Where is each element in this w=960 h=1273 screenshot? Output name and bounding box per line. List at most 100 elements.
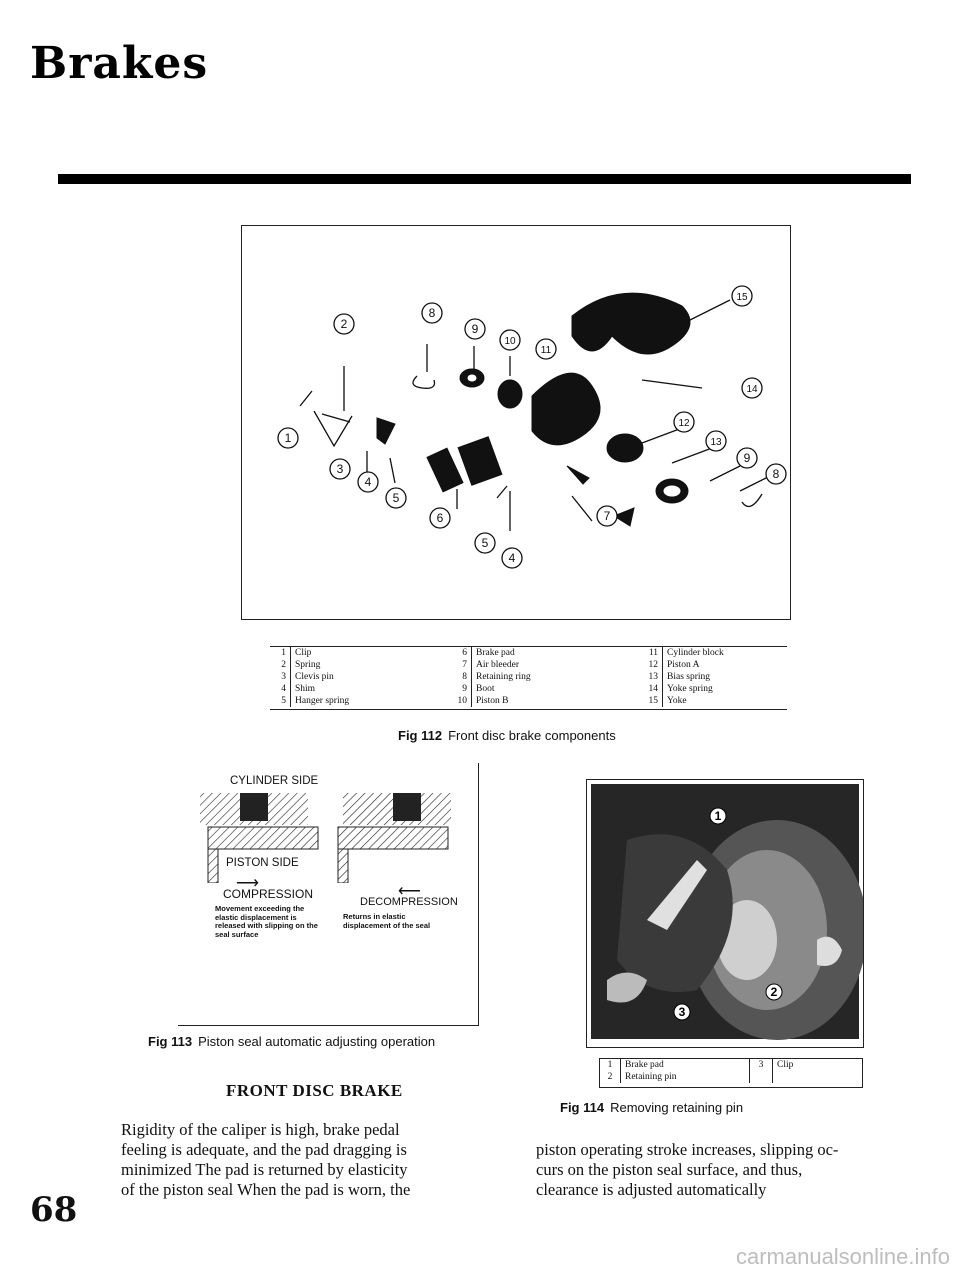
callout-label: 9: [472, 322, 479, 336]
callout-label: 3: [337, 462, 344, 476]
legend-num: 2: [607, 1072, 613, 1082]
legend-num: 3: [758, 1060, 764, 1070]
callout-12: [673, 411, 695, 433]
legend-item: Boot: [476, 684, 495, 694]
seal-diagram: [200, 793, 451, 883]
decompression-note: Returns in elastic displacement of the s…: [343, 912, 431, 930]
legend-item: Clip: [777, 1060, 794, 1070]
legend-num: 2: [281, 660, 286, 670]
fig114-photo: 1 2 3: [591, 784, 867, 1040]
caption-text: Removing retaining pin: [610, 1100, 744, 1115]
callout-3: [329, 458, 351, 480]
text-line: curs on the piston seal surface, and thu…: [536, 1160, 803, 1179]
callout-15: [731, 285, 753, 307]
fig113-caption: Fig 113 Piston seal automatic adjusting o…: [148, 1034, 435, 1049]
callout-4: [357, 471, 379, 493]
arrow-right-icon: ⟶: [236, 875, 259, 892]
legend-item: Clip: [295, 648, 312, 658]
legend-item: Brake pad: [476, 648, 515, 658]
legend-num: 11: [648, 648, 658, 658]
legend-num: 8: [462, 672, 467, 682]
callout-7: [596, 505, 618, 527]
callout-label: 4: [509, 551, 516, 565]
section-title: Brakes: [30, 38, 209, 89]
callout-9: [464, 318, 486, 340]
text-line: piston operating stroke increases, slipp…: [536, 1140, 839, 1159]
watermark: carmanualsonline.info: [735, 1244, 950, 1269]
fig114-legend: 1 2 Brake pad Retaining pin 3 Clip: [599, 1058, 863, 1088]
callout-4b: [501, 547, 523, 569]
caption-text: Piston seal automatic adjusting operatio…: [198, 1034, 436, 1049]
legend-item: Retaining pin: [625, 1072, 677, 1082]
caption-text: Front disc brake components: [448, 728, 616, 743]
callout-label: 5: [393, 491, 400, 505]
callout-label: 13: [710, 437, 722, 448]
legend-item: Yoke: [667, 696, 687, 706]
header-rule: [58, 174, 911, 184]
legend-num: 13: [648, 672, 659, 682]
fig114-photo-box: 1 2 3: [586, 779, 867, 1048]
callout-label: 1: [285, 431, 292, 445]
photo-callout-3: [673, 1003, 691, 1021]
callout-label: 10: [504, 336, 516, 347]
callout-14: [741, 377, 763, 399]
compression-label: COMPRESSION: [223, 887, 314, 901]
callout-label: 8: [773, 467, 780, 481]
legend-item: Brake pad: [625, 1060, 664, 1070]
legend-num: 9: [462, 684, 467, 694]
legend-item: Hanger spring: [295, 696, 350, 706]
callout-2: [333, 313, 355, 335]
legend-item: Clevis pin: [295, 672, 334, 682]
legend-num: 10: [457, 696, 468, 706]
callout-9b: [736, 447, 758, 469]
legend-item: Shim: [295, 684, 316, 694]
callout-8: [421, 302, 443, 324]
callout-8b: [765, 463, 787, 485]
callout-label: 7: [604, 509, 611, 523]
callout-10: [499, 329, 521, 351]
section-heading: FRONT DISC BRAKE: [226, 1081, 403, 1100]
legend-item: Piston A: [667, 660, 700, 670]
compression-note: Movement exceeding the elastic displacem…: [215, 904, 318, 939]
brake-parts-drawing: [376, 292, 691, 527]
legend-num: 4: [281, 684, 286, 694]
arrow-left-icon: ⟵: [398, 883, 421, 900]
text-line: of the piston seal When the pad is worn,…: [121, 1180, 411, 1199]
photo-callout-label: 2: [771, 985, 778, 999]
legend-item: Cylinder block: [667, 648, 724, 658]
photo-callout-label: 3: [679, 1005, 686, 1019]
fig112-legend: 1 2 3 4 5 Clip Spring Clevis pin Shim Ha…: [270, 646, 787, 710]
piston-side-label: PISTON SIDE: [224, 857, 301, 869]
callout-label: 11: [541, 345, 552, 356]
fig114-caption: Fig 114 Removing retaining pin: [560, 1100, 743, 1115]
legend-item: Spring: [295, 660, 321, 670]
decompression-label: DECOMPRESSION: [360, 896, 458, 908]
callout-label: 8: [429, 306, 436, 320]
callout-label: 14: [746, 384, 758, 395]
text-line: feeling is adequate, and the pad draggin…: [121, 1140, 407, 1159]
legend-num: 12: [648, 660, 659, 670]
callout-11: [535, 338, 557, 360]
legend-num: 6: [462, 648, 467, 658]
callout-label: 6: [437, 511, 444, 525]
callout-6: [429, 507, 451, 529]
legend-item: Yoke spring: [667, 684, 713, 694]
caption-number: Fig 113: [148, 1034, 193, 1049]
callout-label: 12: [678, 418, 690, 429]
legend-num: 5: [281, 696, 286, 706]
legend-num: 3: [281, 672, 286, 682]
callout-label: 15: [736, 292, 748, 303]
fig113-diagram-box: CYLINDER SIDE PISTON SIDE ⟶ COMPRESSION …: [178, 763, 479, 1026]
caption-number: Fig 114: [560, 1100, 605, 1115]
legend-item: Piston B: [476, 696, 509, 706]
callout-1: [277, 427, 299, 449]
text-line: minimized The pad is returned by elastic…: [121, 1160, 408, 1179]
callout-label: 9: [744, 451, 751, 465]
text-line: clearance is adjusted automatically: [536, 1180, 767, 1199]
legend-num: 7: [462, 660, 467, 670]
text-line: Rigidity of the caliper is high, brake p…: [121, 1120, 400, 1139]
cylinder-side-label: CYLINDER SIDE: [230, 775, 319, 787]
legend-item: Bias spring: [667, 672, 711, 682]
callout-5: [385, 487, 407, 509]
legend-num: 14: [648, 684, 659, 694]
